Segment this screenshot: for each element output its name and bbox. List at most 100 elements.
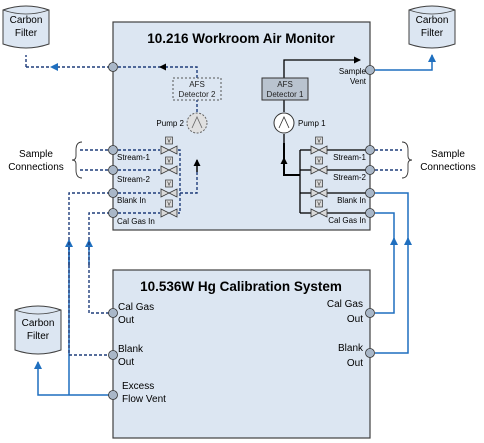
carbon-filter-label: Filter <box>27 331 50 342</box>
detector-label: Detector 2 <box>179 90 216 99</box>
valve: V <box>160 179 178 198</box>
port-label: Out <box>118 315 134 326</box>
port <box>365 188 375 198</box>
port-label: Cal Gas In <box>328 216 366 225</box>
port-label: Excess <box>122 381 154 392</box>
valve: V <box>310 199 328 218</box>
valve: V <box>310 136 328 155</box>
port-label: Blank <box>118 344 144 355</box>
port-label: Out <box>118 357 134 368</box>
carbon-filter-bottom-left: Carbon Filter <box>14 305 62 355</box>
port <box>108 350 118 360</box>
port <box>108 208 118 218</box>
port <box>365 65 375 75</box>
port-label: Blank In <box>337 196 366 205</box>
pump-2: Pump 2 <box>156 112 208 134</box>
port-label: Out <box>347 314 363 325</box>
pump-1: Pump 1 <box>273 112 326 134</box>
port <box>365 208 375 218</box>
port-label: Cal Gas <box>327 299 363 310</box>
sample-connections-label: Connections <box>8 162 64 173</box>
valve-label: V <box>317 202 321 208</box>
carbon-filter-label: Filter <box>15 28 38 39</box>
pump-icon <box>186 112 208 134</box>
vent-to-filter-line <box>375 54 436 71</box>
valve: V <box>310 156 328 175</box>
excess-vent-line <box>34 361 110 396</box>
monitor-title: 10.216 Workroom Air Monitor <box>147 31 335 46</box>
monitor-left-port-labels: Stream-1 Stream-2 Blank In Cal Gas In <box>117 153 155 226</box>
pump-label: Pump 1 <box>298 119 326 128</box>
valve: V <box>160 136 178 155</box>
svg-text:Vent: Vent <box>350 77 367 86</box>
valve-label: V <box>317 159 321 165</box>
valve-label: V <box>167 182 171 188</box>
port <box>108 62 118 72</box>
valve: V <box>160 199 178 218</box>
port-label: Stream-2 <box>333 173 366 182</box>
calibration-box <box>112 269 371 439</box>
monitor-right-port-labels: Stream-1 Stream-2 Blank In Cal Gas In <box>328 153 366 225</box>
right-cal-gas-upper <box>375 212 395 245</box>
brace-icon <box>71 141 83 179</box>
port-label: Stream-1 <box>333 153 366 162</box>
sample-connections-left: Sample Connections <box>8 141 83 179</box>
afs-detector-2: AFS Detector 2 <box>172 77 222 101</box>
detector-label: AFS <box>277 80 293 89</box>
valve-label: V <box>317 139 321 145</box>
valve-label: V <box>317 182 321 188</box>
workroom-air-monitor: 10.216 Workroom Air Monitor <box>112 21 371 231</box>
valve: V <box>310 179 328 198</box>
pump-label: Pump 2 <box>156 119 184 128</box>
calibration-right-ports: Cal Gas Out Blank Out <box>327 299 364 369</box>
black-flow-lines <box>283 56 370 214</box>
port <box>365 145 375 155</box>
sample-connections-label: Sample <box>19 149 53 160</box>
valve-label: V <box>167 159 171 165</box>
dashed-lines <box>25 55 198 356</box>
detector-label: Detector 1 <box>267 90 304 99</box>
port-label: Cal Gas <box>118 302 154 313</box>
pump-icon <box>273 112 295 134</box>
sample-vent-label: Sample Vent <box>339 67 367 86</box>
port-label: Cal Gas In <box>117 217 155 226</box>
valve-label: V <box>167 202 171 208</box>
valves-right: V V V V <box>310 136 328 218</box>
calibration-title: 10.536W Hg Calibration System <box>140 279 342 294</box>
port <box>365 348 375 358</box>
carbon-filter-label: Carbon <box>22 318 55 329</box>
calibration-left-ports: Cal Gas Out Blank Out Excess Flow Vent <box>118 302 166 405</box>
carbon-filter-label: Carbon <box>10 15 43 26</box>
sample-connections-label: Sample <box>431 149 465 160</box>
valve: V <box>160 156 178 175</box>
detector1-to-vent <box>283 56 361 80</box>
monitor-box <box>112 21 371 231</box>
port-label: Blank <box>338 343 364 354</box>
right-blank-line <box>375 237 412 354</box>
valve-label: V <box>167 139 171 145</box>
detector-label: AFS <box>189 80 205 89</box>
monitor-ports <box>108 62 375 218</box>
port <box>108 308 118 318</box>
carbon-filter-label: Carbon <box>416 15 449 26</box>
carbon-filter-top-left: Carbon Filter <box>2 5 50 49</box>
calibration-system: 10.536W Hg Calibration System <box>112 269 371 439</box>
afs-detector-1: AFS Detector 1 <box>261 77 309 101</box>
port <box>365 308 375 318</box>
svg-text:Sample: Sample <box>339 67 367 76</box>
right-blank-upper <box>375 192 409 245</box>
carbon-filter-label: Filter <box>421 28 444 39</box>
port-label: Flow Vent <box>122 394 166 405</box>
port <box>108 165 118 175</box>
carbon-filter-top-right: Carbon Filter <box>408 5 456 49</box>
right-stream-lines <box>375 149 402 171</box>
brace-icon <box>401 141 413 179</box>
port <box>108 188 118 198</box>
port <box>108 390 118 400</box>
left-blue-arrows <box>65 239 93 265</box>
port-label: Stream-2 <box>117 175 150 184</box>
port <box>365 165 375 175</box>
port-label: Blank In <box>117 196 146 205</box>
port <box>108 145 118 155</box>
